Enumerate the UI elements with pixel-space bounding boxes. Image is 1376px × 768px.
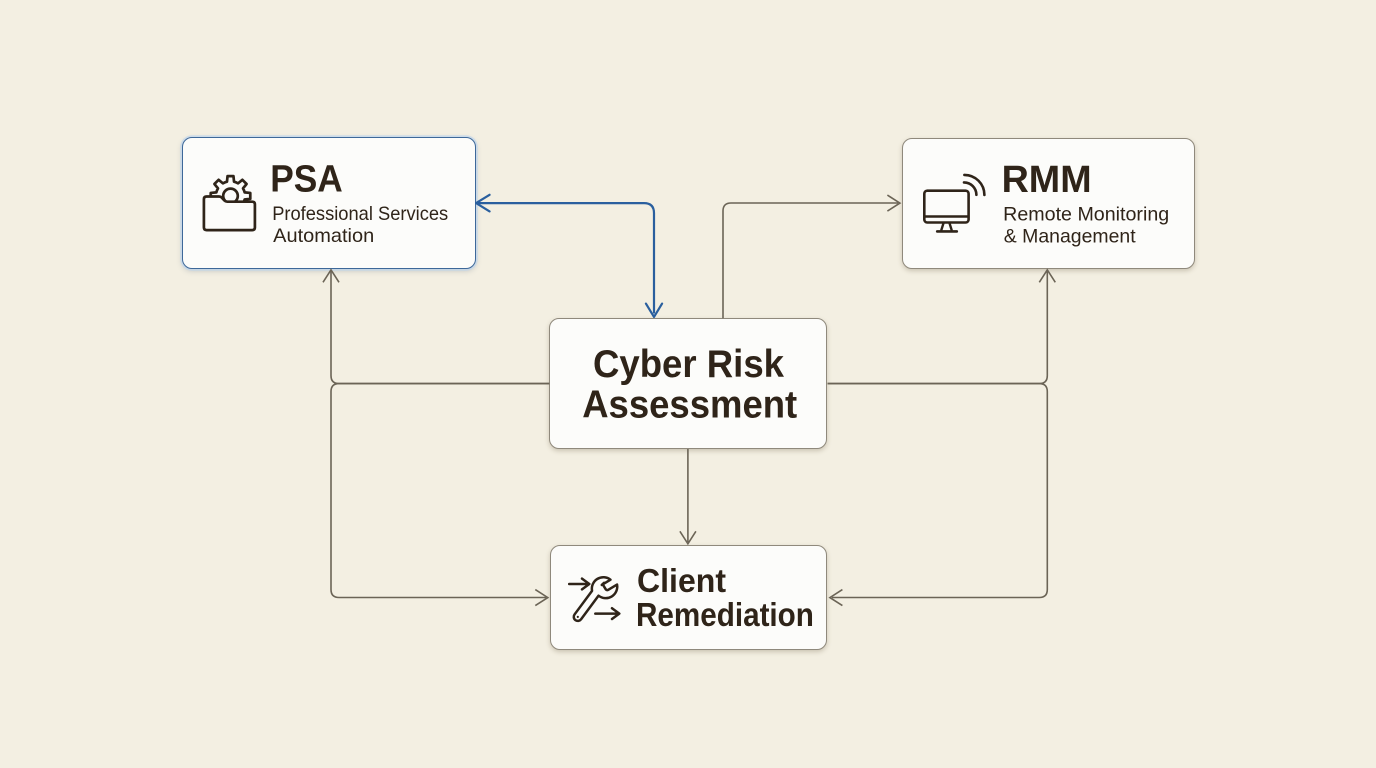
svg-text:PSA: PSA <box>270 159 343 201</box>
svg-text:Cyber Risk: Cyber Risk <box>593 343 784 386</box>
svg-text:& Management: & Management <box>1004 225 1136 247</box>
svg-text:Client: Client <box>637 562 726 599</box>
svg-text:Professional Services: Professional Services <box>272 203 448 225</box>
svg-text:Remediation: Remediation <box>636 596 814 633</box>
svg-text:Remote Monitoring: Remote Monitoring <box>1003 203 1169 225</box>
svg-text:RMM: RMM <box>1002 159 1092 201</box>
svg-text:Assessment: Assessment <box>582 384 797 427</box>
svg-text:Automation: Automation <box>273 225 374 247</box>
